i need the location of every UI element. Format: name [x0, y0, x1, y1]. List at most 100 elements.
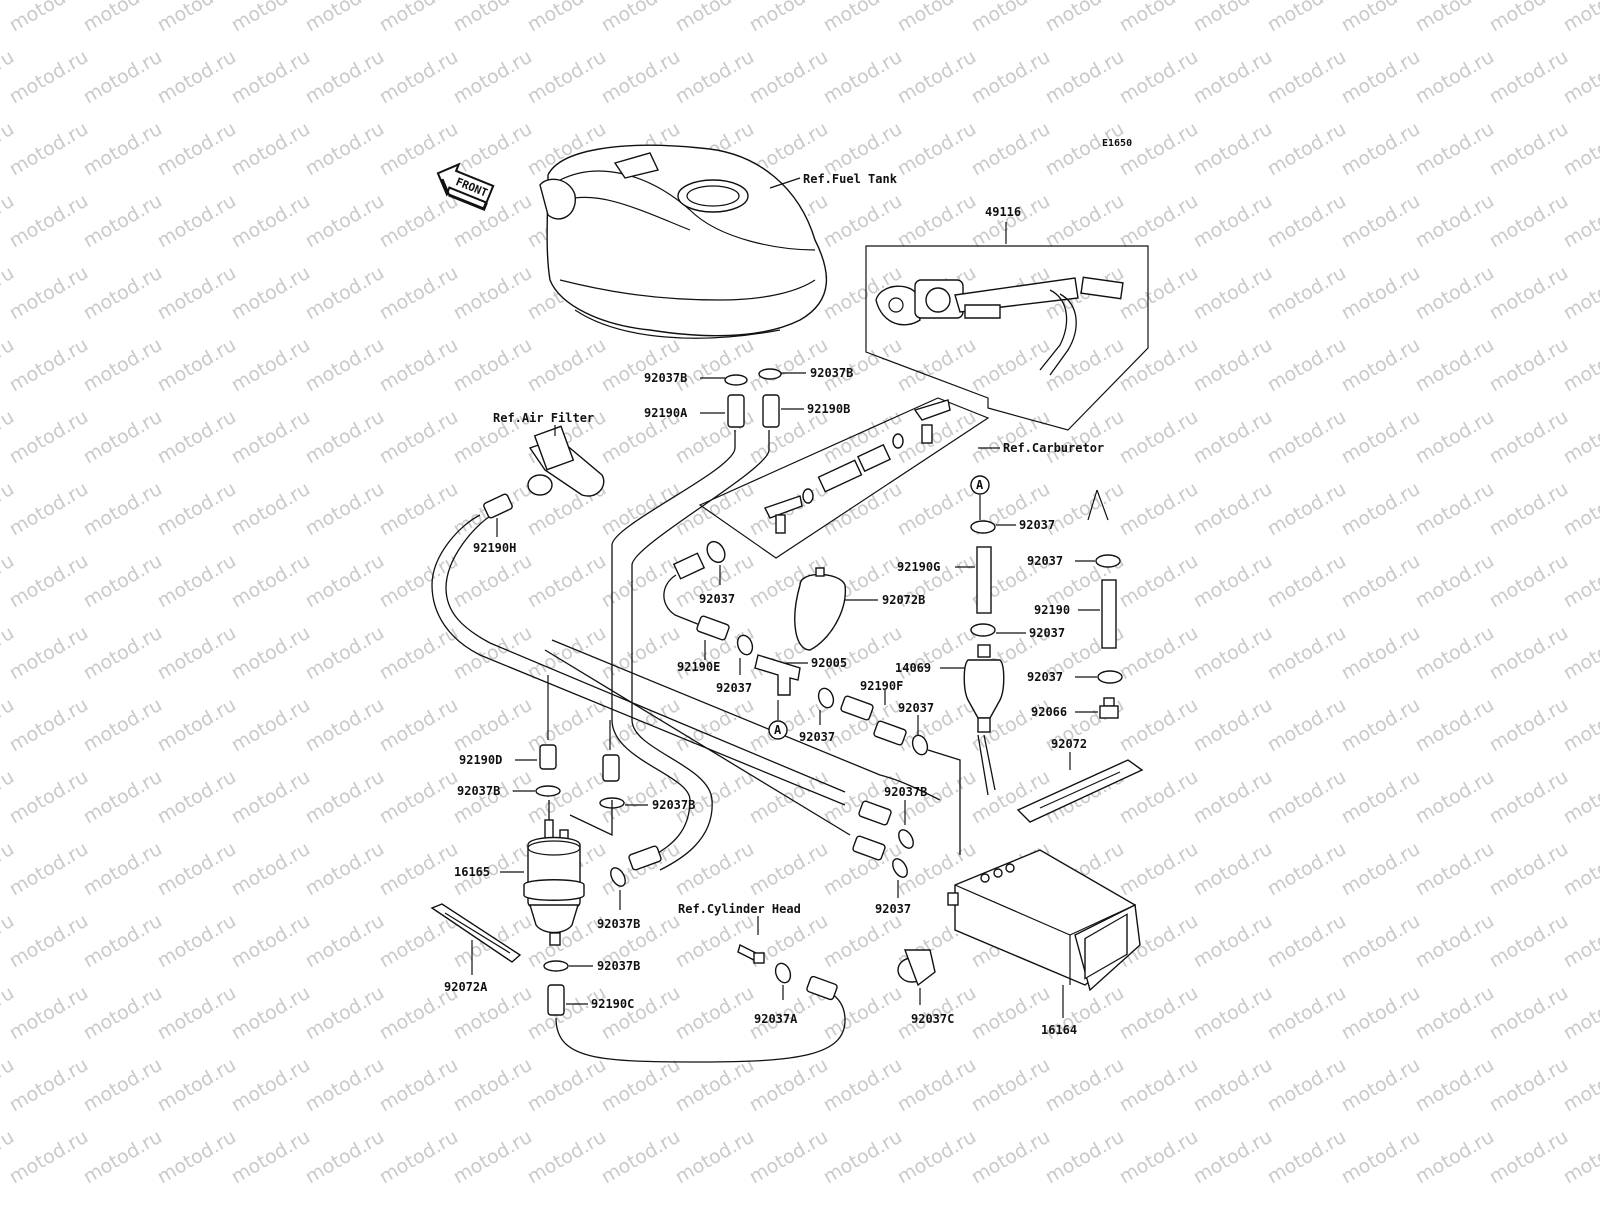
watermark-text: motod.ru	[154, 622, 240, 685]
watermark-text: motod.ru	[1190, 118, 1276, 181]
watermark-text: motod.ru	[1116, 478, 1202, 541]
watermark-text: motod.ru	[524, 982, 610, 1045]
watermark-text: motod.ru	[302, 46, 388, 109]
watermark-text: motod.ru	[80, 838, 166, 901]
hose-92190F-a	[840, 695, 874, 720]
watermark-text: motod.ru	[1338, 478, 1424, 541]
watermark-text: motod.ru	[6, 478, 92, 541]
watermark-text: motod.ru	[746, 334, 832, 397]
hose-92190B	[763, 395, 779, 427]
watermark-text: motod.ru	[228, 190, 314, 253]
watermark-text: motod.ru	[1486, 1054, 1572, 1117]
ref-fuel-tank: Ref.Fuel Tank	[803, 172, 898, 186]
watermark-text: motod.ru	[1486, 478, 1572, 541]
watermark-text: motod.ru	[968, 190, 1054, 253]
watermark-text: motod.ru	[154, 46, 240, 109]
watermark-text: motod.ru	[154, 910, 240, 973]
watermark-text: motod.ru	[1338, 1054, 1424, 1117]
watermark-text: motod.ru	[80, 334, 166, 397]
watermark-text: motod.ru	[154, 1054, 240, 1117]
watermark-text: motod.ru	[80, 694, 166, 757]
watermark-text: motod.ru	[302, 478, 388, 541]
watermark-text: motod.ru	[1486, 334, 1572, 397]
watermark-text: motod.ru	[1116, 1126, 1202, 1189]
watermark-text: motod.ru	[1264, 766, 1350, 829]
watermark-text: motod.ru	[154, 478, 240, 541]
part-92037-e: 92037	[1019, 518, 1055, 532]
watermark-text: motod.ru	[1338, 262, 1424, 325]
watermark-text: motod.ru	[376, 694, 462, 757]
watermark-text: motod.ru	[894, 118, 980, 181]
watermark-text: motod.ru	[6, 406, 92, 469]
watermark-text: motod.ru	[450, 1054, 536, 1117]
part-92037-b: 92037	[716, 681, 752, 695]
part-92037B-d: 92037B	[652, 798, 695, 812]
watermark-text: motod.ru	[450, 118, 536, 181]
part-92037B-f: 92037B	[597, 959, 640, 973]
watermark-text: motod.ru	[1412, 766, 1498, 829]
watermark-text: motod.ru	[1264, 1054, 1350, 1117]
part-92037B-b: 92037B	[810, 366, 853, 380]
part-92066: 92066	[1031, 705, 1067, 719]
clamp-92037-g	[1096, 555, 1120, 567]
watermark-text: motod.ru	[154, 838, 240, 901]
watermark-text: motod.ru	[228, 622, 314, 685]
watermark-text: motod.ru	[746, 1126, 832, 1189]
clamp-92037-e	[971, 521, 995, 533]
watermark-text: motod.ru	[228, 334, 314, 397]
part-92037-i: 92037	[875, 902, 911, 916]
watermark-text: motod.ru	[820, 190, 906, 253]
watermark-text: motod.ru	[1116, 46, 1202, 109]
watermark-text: motod.ru	[228, 262, 314, 325]
watermark-text: motod.ru	[1412, 334, 1498, 397]
watermark-text: motod.ru	[376, 190, 462, 253]
watermark-text: motod.ru	[968, 1126, 1054, 1189]
watermark-text: motod.ru	[80, 910, 166, 973]
watermark-text: motod.ru	[154, 334, 240, 397]
watermark-text: motod.ru	[1042, 118, 1128, 181]
clamp-92037A	[773, 961, 793, 985]
watermark-text: motod.ru	[598, 334, 684, 397]
watermark-text: motod.ru	[598, 46, 684, 109]
watermark-text: motod.ru	[1338, 622, 1424, 685]
marker-a-bottom-label: A	[774, 723, 782, 737]
watermark-text: motod.ru	[376, 1126, 462, 1189]
watermark-text: motod.ru	[6, 550, 92, 613]
watermark-text: motod.ru	[968, 1054, 1054, 1117]
watermark-text: motod.ru	[1264, 478, 1350, 541]
watermark-text: motod.ru	[1116, 1054, 1202, 1117]
watermark-text: motod.ru	[80, 46, 166, 109]
clamp-92037-h	[1098, 671, 1122, 683]
watermark-text: motod.ru	[1190, 46, 1276, 109]
watermark-text: motod.ru	[1264, 334, 1350, 397]
watermark-text: motod.ru	[6, 694, 92, 757]
watermark-text: motod.ru	[524, 550, 610, 613]
watermark-text: motod.ru	[302, 694, 388, 757]
part-16164: 16164	[1041, 1023, 1077, 1037]
watermark-text: motod.ru	[968, 46, 1054, 109]
watermark-text: motod.ru	[302, 982, 388, 1045]
hose-92190F-b	[873, 720, 907, 745]
watermark-text: motod.ru	[154, 982, 240, 1045]
watermark-text: motod.ru	[1338, 838, 1424, 901]
watermark-text: motod.ru	[672, 46, 758, 109]
watermark-text: motod.ru	[1486, 838, 1572, 901]
part-92037B-c: 92037B	[457, 784, 500, 798]
watermark-text: motod.ru	[1486, 982, 1572, 1045]
watermark-text: motod.ru	[672, 982, 758, 1045]
watermark-text: motod.ru	[598, 1054, 684, 1117]
watermark-text: motod.ru	[450, 694, 536, 757]
watermark-text: motod.ru	[894, 334, 980, 397]
strap-92072B	[795, 574, 846, 650]
watermark-text: motod.ru	[450, 334, 536, 397]
watermark-text: motod.ru	[376, 766, 462, 829]
fuel-tank	[540, 145, 826, 338]
watermark-text: motod.ru	[1412, 910, 1498, 973]
watermark-text: motod.ru	[1338, 694, 1424, 757]
watermark-text: motod.ru	[1190, 694, 1276, 757]
part-92037-f: 92037	[1029, 626, 1065, 640]
watermark-text: motod.ru	[1042, 406, 1128, 469]
watermark-text: motod.ru	[1412, 982, 1498, 1045]
watermark-text: motod.ru	[968, 766, 1054, 829]
watermark-text: motod.ru	[1190, 982, 1276, 1045]
